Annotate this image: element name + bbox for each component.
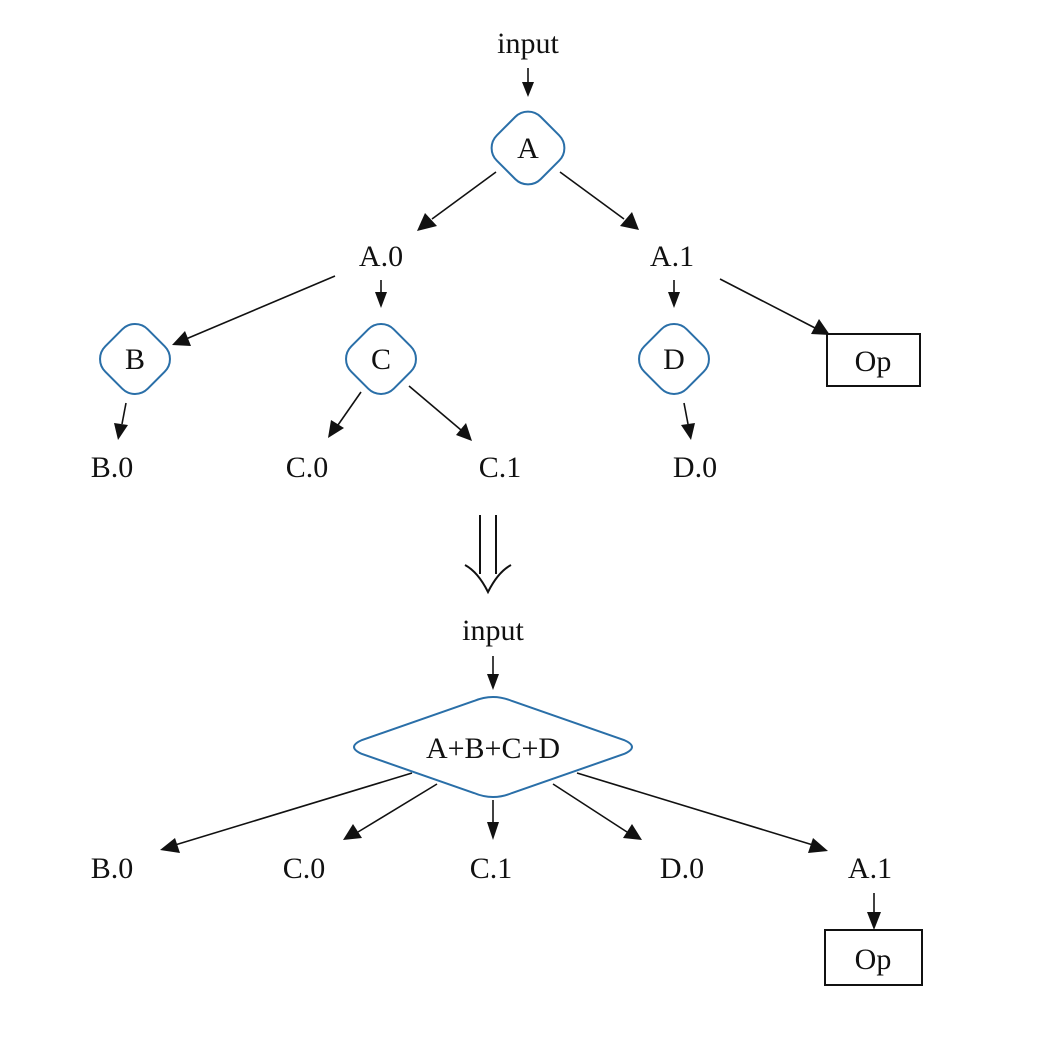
arrowhead: [808, 838, 828, 853]
arrowhead: [487, 822, 499, 840]
arrowhead: [328, 420, 344, 438]
op-d-label: D: [663, 343, 685, 376]
edge-b-b0: [121, 402, 127, 425]
arrowhead: [867, 912, 881, 930]
edge-fused-d0: [552, 783, 628, 833]
op-d-diamond: [638, 323, 710, 395]
before-tensor-c0: C.0: [286, 451, 329, 484]
op-a-diamond: [490, 110, 566, 186]
after-tensor-b0: B.0: [91, 852, 134, 885]
arrowhead: [172, 331, 191, 346]
op-a-label: A: [517, 132, 539, 165]
arrowhead: [623, 824, 642, 840]
op-box: [826, 333, 921, 387]
after-edges: [174, 656, 875, 914]
before-tensor-c1: C.1: [479, 451, 522, 484]
before-op-a-node: A: [490, 110, 566, 186]
before-tensor-a0: A.0: [359, 240, 403, 273]
after-fused-op-node: A+B+C+D: [353, 696, 633, 798]
edge-fused-a1: [576, 772, 814, 846]
after-op-box-node: Op: [824, 929, 923, 986]
edge-fused-b0: [174, 772, 413, 846]
arrowhead: [668, 292, 680, 308]
op-c-label: C: [371, 343, 391, 376]
after-input-label: input: [462, 614, 524, 647]
arrowhead: [522, 82, 534, 97]
after-graph: input A+B+C+D B.0 C.0 C.1 D.0 A.1 Op: [91, 614, 923, 986]
after-tensor-d0: D.0: [660, 852, 704, 885]
fused-op-diamond: [353, 696, 633, 798]
arrowhead: [417, 213, 437, 231]
arrowhead: [375, 292, 387, 308]
arrowhead: [811, 319, 830, 335]
arrowhead: [114, 423, 128, 440]
arrowhead: [487, 674, 499, 690]
op-box: [824, 929, 923, 986]
before-tensor-a1: A.1: [650, 240, 694, 273]
op-box-label: Op: [855, 943, 892, 976]
arrowhead: [681, 423, 695, 440]
before-input-label: input: [497, 27, 559, 60]
after-arrowheads: [160, 674, 881, 930]
before-arrowheads: [114, 82, 830, 441]
after-tensor-c1: C.1: [470, 852, 513, 885]
before-edges: [121, 68, 818, 431]
edge-d-d0: [683, 402, 689, 425]
op-b-label: B: [125, 343, 145, 376]
before-tensor-d0: D.0: [673, 451, 717, 484]
before-op-d-node: D: [638, 323, 710, 395]
after-tensor-c0: C.0: [283, 852, 326, 885]
arrowhead: [456, 423, 472, 441]
edge-c-c1: [408, 385, 462, 431]
edge-fused-c0: [357, 783, 438, 833]
double-down-arrow-icon: [464, 515, 512, 595]
edge-a1-op: [719, 278, 818, 330]
after-tensor-a1: A.1: [848, 852, 892, 885]
arrowhead: [160, 838, 180, 853]
before-op-c-node: C: [345, 323, 417, 395]
edge-a-a1: [559, 171, 625, 220]
before-op-box-node: Op: [826, 333, 921, 387]
arrowhead: [620, 212, 639, 230]
op-box-label: Op: [855, 345, 892, 378]
edge-a0-b: [185, 275, 336, 340]
arrowhead: [343, 824, 362, 840]
op-c-diamond: [345, 323, 417, 395]
edge-c-c0: [337, 391, 362, 426]
fused-op-label: A+B+C+D: [426, 732, 560, 765]
op-b-diamond: [99, 323, 171, 395]
before-op-b-node: B: [99, 323, 171, 395]
before-graph: input A A.0 A.1 B C D Op B.0 C.0 C.1 D.0: [91, 27, 921, 484]
edge-a-a0: [431, 171, 497, 220]
before-tensor-b0: B.0: [91, 451, 134, 484]
